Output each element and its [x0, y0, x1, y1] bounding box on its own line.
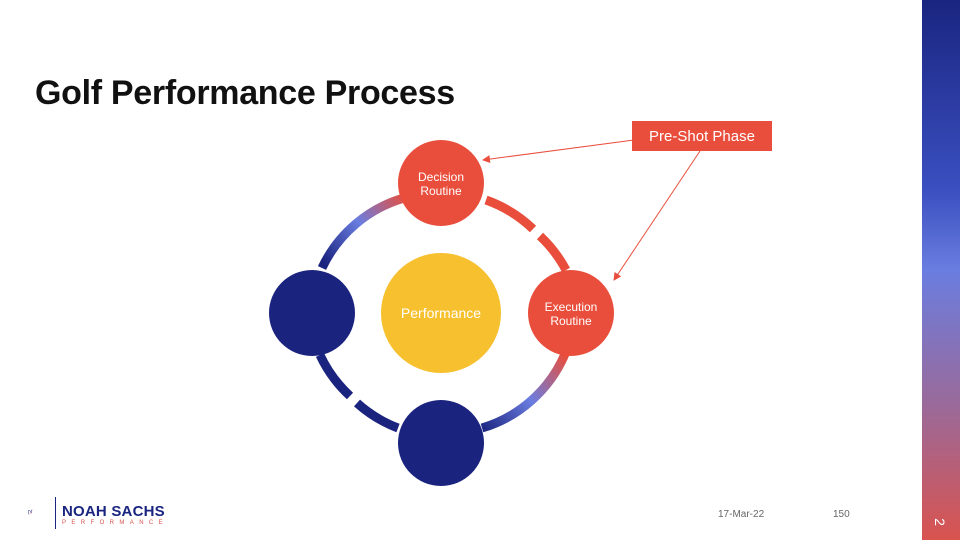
decision-routine-node: [398, 140, 484, 226]
ring-arc-bottom-left-a: [353, 399, 400, 433]
footer-date: 17-Mar-22: [718, 509, 765, 520]
ring-arc-right-bottom: [480, 352, 570, 433]
logo-subtitle: PERFORMANCE: [62, 520, 169, 526]
logo-name: NOAH SACHS: [62, 503, 165, 520]
side-gradient-bar: [922, 0, 960, 540]
bottom-node: [398, 400, 484, 486]
logo-divider: [55, 497, 56, 529]
ring-arc-bottom-left-b: [315, 353, 354, 400]
slide-title: Golf Performance Process: [35, 74, 455, 112]
performance-label: Performance: [400, 305, 482, 321]
noah-sachs-logo-icon: [28, 509, 33, 515]
pre-shot-phase-callout: Pre-Shot Phase: [632, 121, 772, 151]
ring-arc-top-right-b: [536, 232, 570, 273]
callout-arrow-decision: [482, 139, 635, 164]
footer-page-number: 150: [833, 509, 850, 520]
execution-routine-node: [528, 270, 614, 356]
callout-arrow-execution: [613, 150, 701, 281]
ring-arc-top-right-a: [484, 195, 537, 233]
ring-arc-left-top: [317, 193, 406, 270]
performance-circle: [381, 253, 501, 373]
left-node: [269, 270, 355, 356]
